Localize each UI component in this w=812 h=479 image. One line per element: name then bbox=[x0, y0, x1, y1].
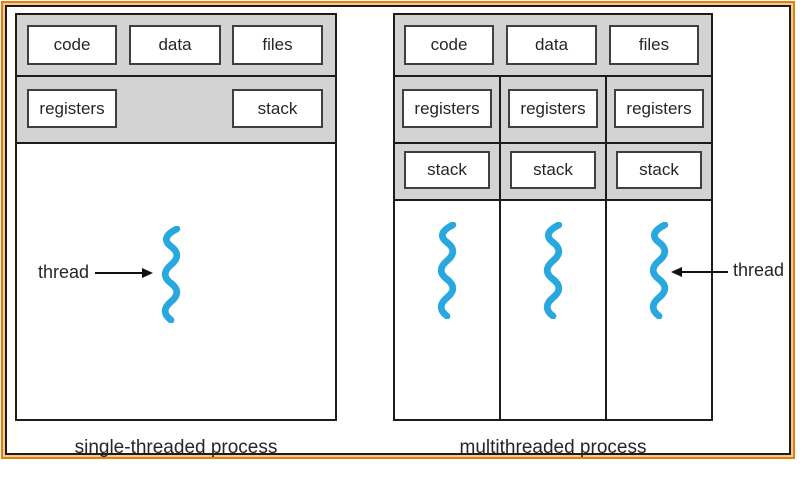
data-box: data bbox=[129, 25, 221, 65]
stack-box: stack bbox=[404, 151, 490, 189]
registers-cell: registers bbox=[501, 77, 605, 144]
thread-label-right: thread bbox=[733, 260, 785, 280]
registers-box: registers bbox=[614, 89, 704, 128]
files-box: files bbox=[232, 25, 323, 65]
stack-box: stack bbox=[510, 151, 596, 189]
thread-column-3: registers stack bbox=[607, 77, 711, 419]
registers-box: registers bbox=[27, 89, 117, 128]
files-box: files bbox=[609, 25, 699, 65]
process-memory-band: code data files bbox=[395, 15, 711, 77]
process-memory-band: code data files bbox=[17, 15, 335, 77]
code-box: code bbox=[27, 25, 117, 65]
thread-columns: registers stack registers stack bbox=[395, 77, 711, 419]
registers-cell: registers bbox=[607, 77, 711, 144]
data-box: data bbox=[506, 25, 597, 65]
caption-single-threaded: single-threaded process bbox=[74, 437, 278, 458]
registers-cell: registers bbox=[395, 77, 499, 144]
stack-cell: stack bbox=[501, 144, 605, 201]
thread-arrow-right bbox=[671, 267, 728, 277]
thread-squiggle-icon bbox=[437, 222, 457, 319]
multithreaded-panel: code data files registers stack bbox=[393, 13, 713, 421]
single-threaded-panel: code data files registers stack thread bbox=[15, 13, 337, 421]
thread-column-1: registers stack bbox=[395, 77, 501, 419]
stack-cell: stack bbox=[607, 144, 711, 201]
thread-column-2: registers stack bbox=[501, 77, 607, 419]
thread-squiggle-icon bbox=[161, 226, 181, 323]
code-box: code bbox=[404, 25, 494, 65]
stack-box: stack bbox=[616, 151, 702, 189]
registers-box: registers bbox=[402, 89, 492, 128]
caption-multithreaded: multithreaded process bbox=[459, 437, 647, 458]
thread-context-band: registers stack bbox=[17, 77, 335, 144]
thread-arrow-left bbox=[95, 268, 153, 278]
stack-box: stack bbox=[232, 89, 323, 128]
figure-frame: code data files registers stack thread c… bbox=[1, 1, 795, 459]
registers-box: registers bbox=[508, 89, 598, 128]
thread-squiggle-icon bbox=[543, 222, 563, 319]
thread-squiggle-icon bbox=[649, 222, 669, 319]
thread-label-left: thread bbox=[37, 262, 89, 282]
stack-cell: stack bbox=[395, 144, 499, 201]
figure-canvas: code data files registers stack thread c… bbox=[5, 5, 791, 458]
